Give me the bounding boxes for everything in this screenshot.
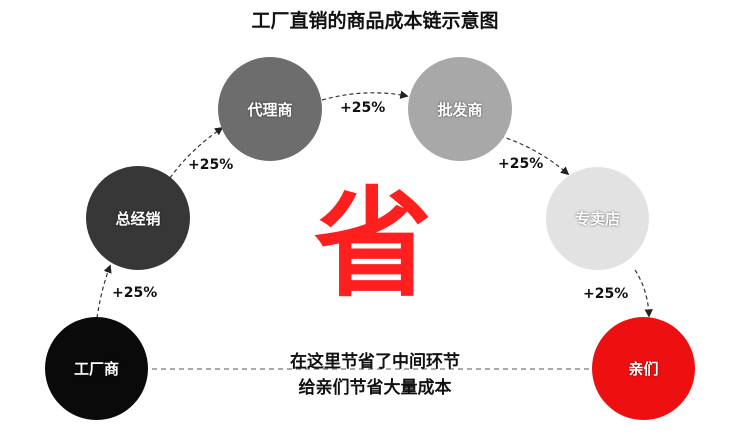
arrow-store-to-customer xyxy=(634,269,653,318)
arrow-wholesale-to-store xyxy=(499,135,570,176)
markup-label: +25% xyxy=(340,100,386,116)
node-label: 工厂商 xyxy=(73,360,119,378)
node-specialty-store: 专卖店 xyxy=(546,167,649,270)
node-general-distributor: 总经销 xyxy=(86,166,190,270)
savings-note-line2: 给亲们节省大量成本 xyxy=(298,378,452,398)
markup-label: +25% xyxy=(188,157,234,173)
markup-label: +25% xyxy=(583,286,629,302)
node-factory: 工厂商 xyxy=(45,317,148,420)
node-label: 总经销 xyxy=(115,209,161,228)
arrow-factory-to-general xyxy=(96,264,112,319)
node-agent: 代理商 xyxy=(218,57,322,161)
arrow-agent-to-wholesale xyxy=(321,90,409,101)
node-label: 代理商 xyxy=(247,100,293,119)
markup-label: +25% xyxy=(112,285,158,301)
node-label: 批发商 xyxy=(437,100,483,119)
node-customer: 亲们 xyxy=(592,317,695,420)
savings-note-line1: 在这里节省了中间环节 xyxy=(290,352,460,372)
node-label: 专卖店 xyxy=(574,210,620,228)
page-title: 工厂直销的商品成本链示意图 xyxy=(251,10,499,32)
node-wholesaler: 批发商 xyxy=(408,57,512,161)
arrow-general-to-agent xyxy=(169,127,224,179)
node-label: 亲们 xyxy=(628,360,659,378)
markup-label: +25% xyxy=(498,156,544,172)
center-save-word: 省 xyxy=(313,175,432,313)
